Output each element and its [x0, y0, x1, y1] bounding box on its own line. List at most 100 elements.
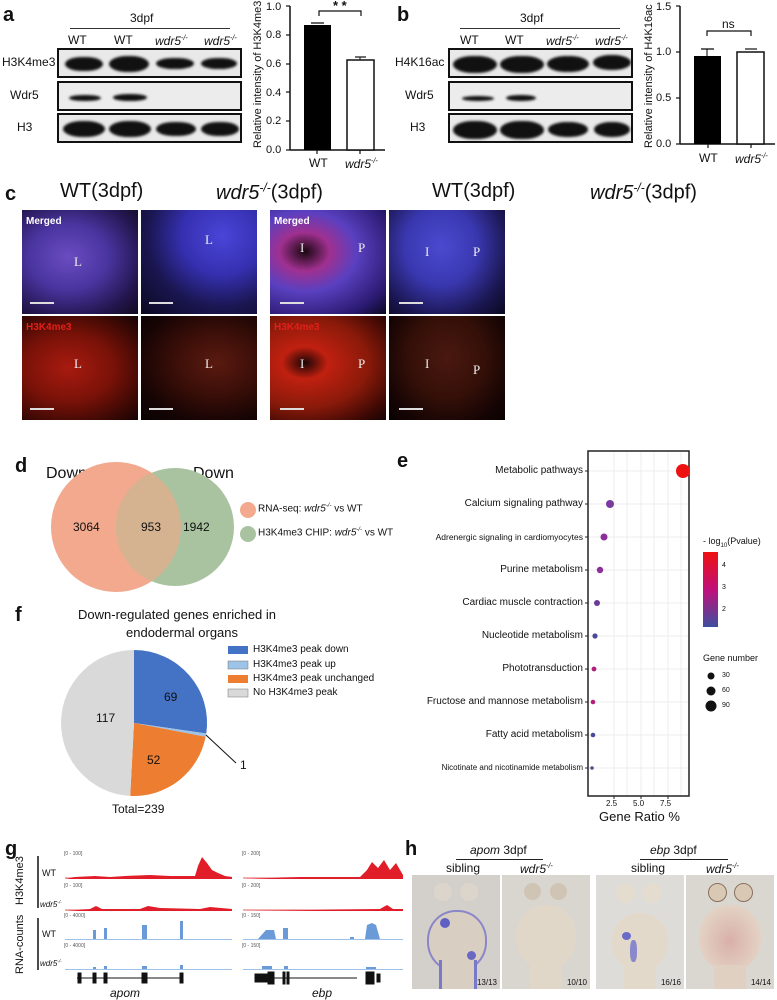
pie-title: Down-regulated genes enriched in: [78, 607, 277, 622]
panel-label-d: d: [15, 455, 28, 477]
pie-slice-peak-unchanged: [130, 723, 206, 796]
ish-condition: wdr5-/-: [520, 861, 553, 876]
track-range: [0 - 150]: [242, 913, 261, 919]
pie-slice-value: 52: [147, 753, 161, 767]
pathway-label: Fructose and mannose metabolism: [426, 696, 583, 707]
pie-slice-peak-down: [134, 650, 208, 734]
lane-label: WT: [68, 33, 87, 47]
pie-legend-item: H3K4me3 peak down: [253, 644, 349, 655]
y-tick: 0.2: [266, 115, 282, 127]
y-tick: 0.5: [656, 92, 672, 104]
x-tick: WT: [699, 151, 718, 165]
x-tick: WT: [309, 156, 328, 170]
blot-row-label: Wdr5: [10, 88, 39, 102]
panel-label-e: e: [397, 450, 409, 472]
gene-name: ebp: [312, 986, 333, 1000]
y-tick: 1.0: [656, 46, 672, 58]
track-label: wdr5-/-: [40, 959, 62, 968]
blot-h3k4me3: [57, 48, 242, 78]
column-title: WT(3dpf): [432, 180, 516, 202]
micrograph-mutant-merged-gut: I P: [389, 210, 505, 314]
venn-value-left: 3064: [73, 520, 100, 534]
panel-label-f: f: [15, 604, 22, 626]
y-tick: 0.8: [266, 29, 282, 41]
pathway-label: Fatty acid metabolism: [485, 729, 583, 740]
ish-condition: sibling: [446, 861, 481, 875]
blot-timepoint: 3dpf: [520, 11, 544, 25]
pie-slice-value: 69: [164, 690, 178, 704]
ish-image-ebp-mutant: 14/14: [686, 875, 774, 989]
pie-legend-item: H3K4me3 peak unchanged: [253, 673, 375, 684]
venn-legend-item: H3K4me3 CHIP: wdr5-/- vs WT: [258, 527, 394, 539]
panel-label-b: b: [397, 4, 410, 26]
x-tick: 2.5: [606, 799, 618, 808]
track-range: [0 - 4000]: [64, 913, 86, 919]
track-range: [0 - 200]: [242, 883, 261, 889]
micrograph-mutant-h3k4me3-gut: I P: [389, 316, 505, 420]
micrograph-wt-merged-gut: Merged I P: [270, 210, 386, 314]
pie-callout-value: 1: [240, 758, 247, 772]
blot-h3: [57, 113, 242, 143]
lane-label: wdr5-/-: [155, 33, 188, 48]
group-bracket: [640, 859, 728, 860]
micrograph-wt-merged-liver: Merged L: [22, 210, 138, 314]
pie-legend-item: No H3K4me3 peak: [253, 687, 338, 698]
ish-image-apom-mutant: 10/10: [502, 875, 590, 989]
group-bracket: [456, 859, 543, 860]
size-legend-title: Gene number: [703, 653, 759, 663]
pie-slice-peak-up: [134, 723, 207, 737]
size-tick: 30: [722, 672, 730, 679]
pie-legend-item: H3K4me3 peak up: [253, 659, 336, 670]
ish-group-title: apom 3dpf: [470, 843, 527, 857]
micrograph-wt-h3k4me3-gut: H3K4me3 I P: [270, 316, 386, 420]
blot-h4k16ac: [448, 48, 633, 78]
micrograph-mutant-h3k4me3-liver: L: [141, 316, 257, 420]
pie-slice-no-peak: [61, 650, 134, 796]
x-tick: 5.0: [633, 799, 645, 808]
ish-image-ebp-sibling: 16/16: [596, 875, 684, 989]
pie-total: Total=239: [112, 802, 165, 816]
y-tick: 0.6: [266, 58, 282, 70]
timepoint-bracket: [460, 28, 620, 29]
pathway-label: Nicotinate and nicotinamide metabolism: [441, 763, 583, 772]
track-range: [0 - 200]: [242, 851, 261, 857]
pathway-label: Calcium signaling pathway: [464, 498, 583, 509]
y-tick: 1.0: [266, 1, 282, 13]
blot-row-label: Wdr5: [405, 88, 434, 102]
pathway-label: Cardiac muscle contraction: [462, 597, 583, 608]
significance-label: * *: [333, 0, 347, 13]
track-label: wdr5-/-: [40, 900, 62, 909]
blot-row-label: H3: [410, 120, 426, 134]
ish-count: 10/10: [566, 978, 587, 987]
color-tick: 3: [722, 584, 726, 591]
blot-wdr5: [448, 81, 633, 111]
track-range: [0 - 100]: [64, 883, 83, 889]
gene-name: apom: [110, 986, 141, 1000]
lane-label: wdr5-/-: [546, 33, 579, 48]
column-title: wdr5-/-(3dpf): [590, 180, 697, 204]
blot-row-label: H4K16ac: [395, 55, 445, 69]
track-range: [0 - 100]: [64, 851, 83, 857]
panel-label-c: c: [5, 183, 17, 205]
ish-condition: sibling: [631, 861, 666, 875]
color-tick: 2: [722, 606, 726, 613]
y-tick: 0.0: [266, 144, 282, 156]
x-tick: wdr5-/-: [345, 156, 378, 171]
ish-count: 16/16: [660, 978, 681, 987]
y-tick: 0.0: [656, 138, 672, 150]
column-title: wdr5-/-(3dpf): [216, 180, 323, 204]
lane-label: WT: [114, 33, 133, 47]
lane-label: WT: [505, 33, 524, 47]
track-group-label: H3K4me3: [14, 856, 26, 905]
pathway-label: Adrenergic signaling in cardiomyocytes: [435, 532, 583, 542]
panel-label-h: h: [405, 838, 418, 860]
lane-label: WT: [460, 33, 479, 47]
ish-condition: wdr5-/-: [706, 861, 739, 876]
x-axis-label: Gene Ratio %: [599, 809, 680, 824]
track-label: WT: [42, 929, 56, 939]
track-range: [0 - 150]: [242, 943, 261, 949]
bar-chart-a: [286, 5, 385, 154]
color-legend-title: - log10(Pvalue): [703, 536, 761, 549]
